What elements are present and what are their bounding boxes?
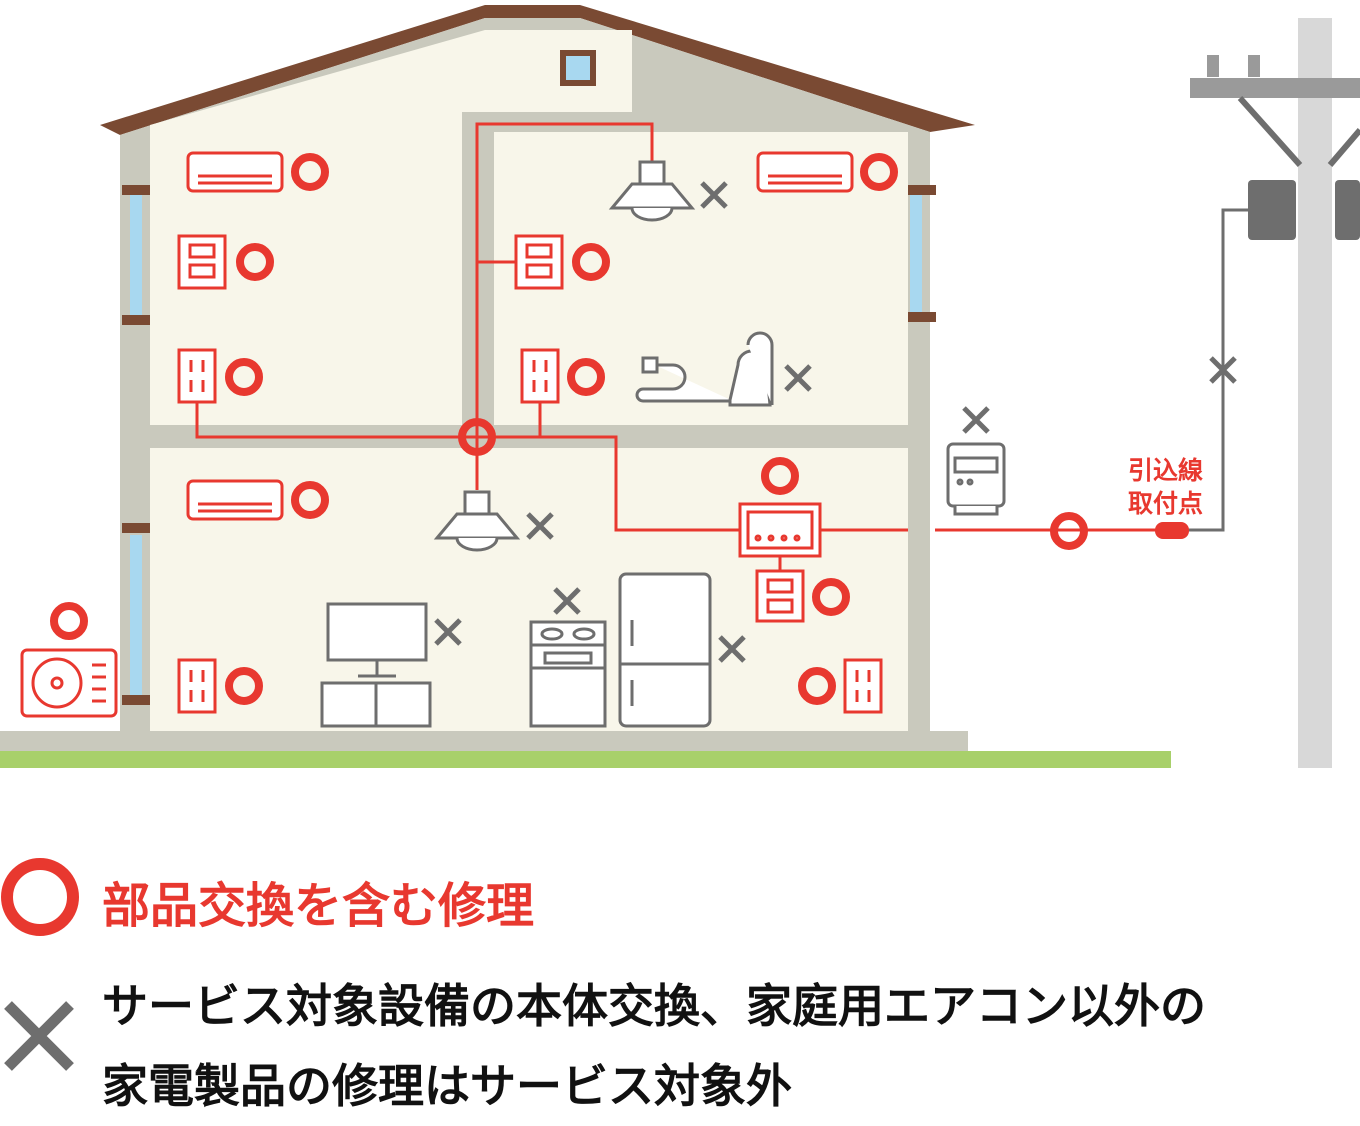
house-wiring-diagram <box>0 5 1360 1071</box>
legend-circle-label: 部品交換を含む修理 <box>102 878 535 934</box>
air-conditioner-icon <box>186 151 284 193</box>
legend-cross-icon <box>4 1001 74 1071</box>
covered-circle-icon <box>225 358 263 396</box>
utility-pole <box>1190 18 1360 768</box>
air-conditioner-icon <box>756 151 854 193</box>
vacuum-cleaner-icon <box>635 331 774 407</box>
ceiling-light-icon <box>608 160 696 222</box>
outlet-icon <box>177 658 217 714</box>
covered-circle-icon <box>1050 512 1088 550</box>
air-conditioner-icon <box>186 479 284 521</box>
callout-line-1: 引込線 <box>1128 456 1204 485</box>
covered-circle-icon <box>291 153 329 191</box>
covered-circle-icon <box>860 153 898 191</box>
covered-circle-icon <box>798 667 836 705</box>
covered-circle-icon <box>567 358 605 396</box>
light-switch-icon <box>755 569 805 623</box>
distribution-board-icon <box>738 502 822 558</box>
not-covered-cross-icon <box>700 181 728 209</box>
covered-circle-icon <box>291 481 329 519</box>
outlet-icon <box>177 348 217 404</box>
refrigerator-icon <box>618 572 712 728</box>
covered-circle-icon <box>761 457 799 495</box>
not-covered-cross-icon <box>718 635 746 663</box>
covered-circle-icon <box>236 243 274 281</box>
legend-circle-icon <box>1 858 79 936</box>
callout-line-2: 取付点 <box>1128 489 1204 518</box>
legend-cross-label: サービス対象設備の本体交換、家庭用エアコン以外の 家電製品の修理はサービス対象外 <box>102 966 1206 1126</box>
outlet-icon <box>520 348 560 404</box>
ceiling-light-icon <box>433 490 521 552</box>
not-covered-cross-icon <box>962 406 990 434</box>
not-covered-cross-icon <box>1209 356 1237 384</box>
covered-circle-icon <box>572 243 610 281</box>
service-drop-callout: 引込線 取付点 <box>1128 454 1203 520</box>
indoor-wiring <box>195 122 1200 570</box>
television-icon <box>320 602 432 728</box>
legend-cross-line-2: 家電製品の修理はサービス対象外 <box>102 1059 792 1113</box>
service-drop-attachment-point <box>1155 522 1189 539</box>
not-covered-cross-icon <box>784 364 812 392</box>
outlet-icon <box>843 658 883 714</box>
electric-meter-icon <box>946 442 1006 516</box>
covered-circle-icon <box>225 667 263 705</box>
not-covered-cross-icon <box>434 618 462 646</box>
stove-icon <box>529 620 607 728</box>
outdoor-unit-icon <box>20 648 118 718</box>
light-switch-icon <box>514 234 564 290</box>
covered-circle-icon <box>458 418 496 456</box>
not-covered-cross-icon <box>553 587 581 615</box>
legend-cross-line-1: サービス対象設備の本体交換、家庭用エアコン以外の <box>102 979 1206 1033</box>
covered-circle-icon <box>50 602 88 640</box>
not-covered-cross-icon <box>526 512 554 540</box>
covered-circle-icon <box>812 578 850 616</box>
light-switch-icon <box>177 234 227 290</box>
ground <box>0 751 1171 768</box>
